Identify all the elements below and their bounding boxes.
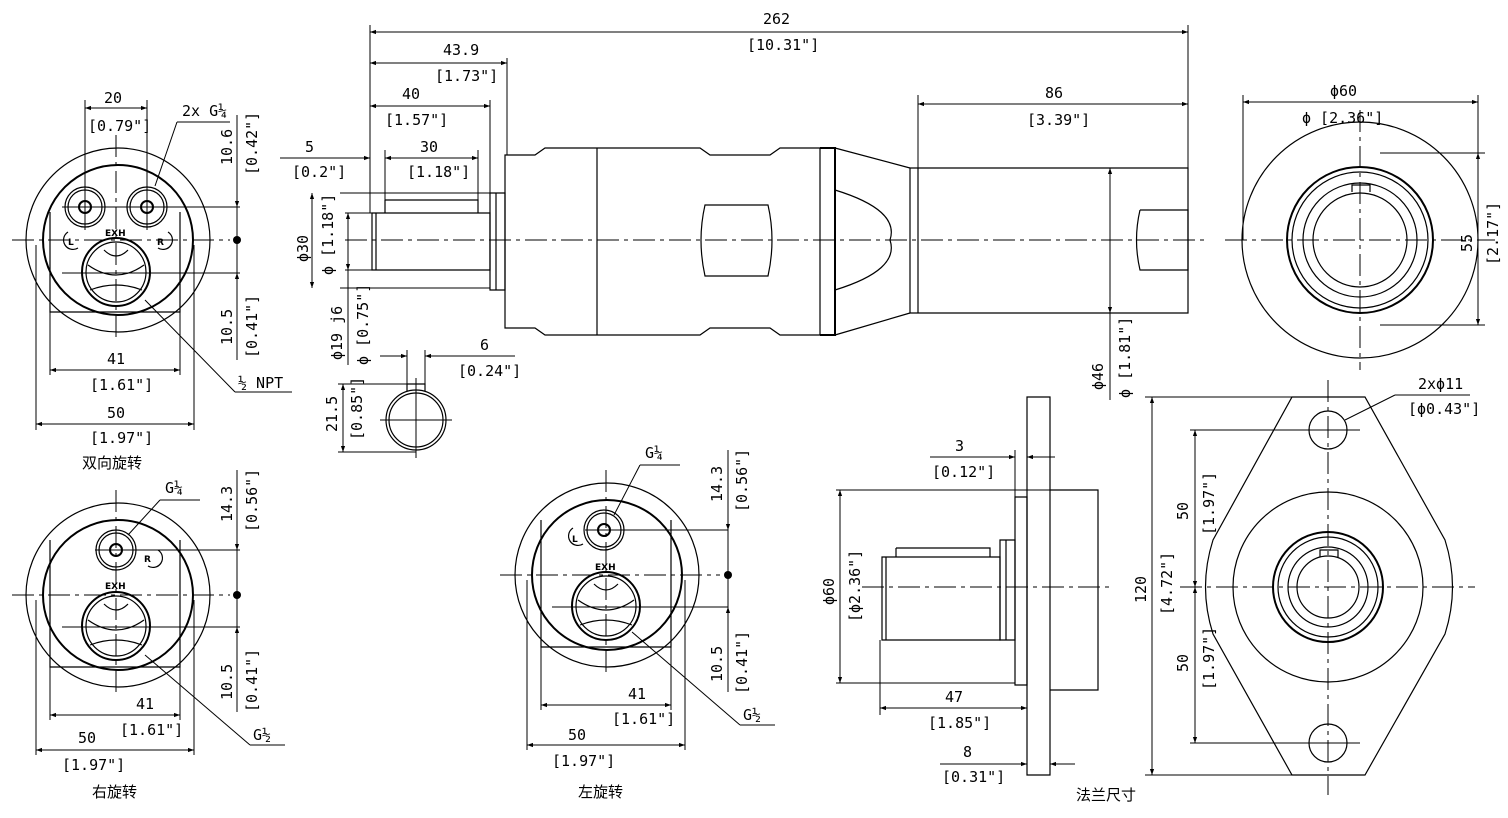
- dim-down-offset-in: [0.41"]: [733, 631, 751, 694]
- dim-port-spacing: 20: [104, 89, 122, 107]
- left-mark: L: [572, 535, 578, 545]
- dim-8-in: [0.31"]: [942, 768, 1005, 786]
- dim-holes: 2xϕ11: [1418, 375, 1463, 393]
- dim-dia-30: ϕ30: [294, 235, 312, 262]
- left-rotation-end-view: EXH L G¼ 14.3 [0.56"] 10.5 [0.41"] G½ 41…: [500, 444, 775, 801]
- exh-label: EXH: [105, 229, 126, 239]
- dim-width: 50: [107, 404, 125, 422]
- dim-dia-19-in: ϕ [0.75"]: [354, 284, 372, 365]
- dim-8: 8: [963, 743, 972, 761]
- dim-30: 30: [420, 138, 438, 156]
- dim-down-offset: 10.5: [218, 664, 236, 700]
- dim-key-6: 6: [480, 336, 489, 354]
- dim-height-120: 120: [1132, 576, 1150, 603]
- dim-key-6-in: [0.24"]: [458, 362, 521, 380]
- dim-flat-width: 41: [628, 685, 646, 703]
- dim-upper-50-in: [1.97"]: [1200, 472, 1218, 535]
- dim-dia-46: ϕ46: [1089, 363, 1107, 390]
- dim-40: 40: [402, 85, 420, 103]
- dim-flange-dia-60-in: [ϕ2.36"]: [846, 550, 864, 622]
- dim-43-9: 43.9: [443, 41, 479, 59]
- dim-total-length: 262: [763, 10, 790, 28]
- dim-up-offset-in: [0.56"]: [733, 449, 751, 512]
- exh-label: EXH: [105, 582, 126, 592]
- dim-lower-50-in: [1.97"]: [1200, 627, 1218, 690]
- dim-dia-19: ϕ19 j6: [328, 306, 346, 360]
- dim-dia-60: ϕ60: [1330, 82, 1357, 100]
- dim-3: 3: [955, 437, 964, 455]
- dim-up-offset-in: [0.42"]: [243, 112, 261, 175]
- dim-holes-in: [ϕ0.43"]: [1408, 400, 1480, 418]
- caption-flange: 法兰尺寸: [1076, 786, 1136, 804]
- dim-width-in: [1.97"]: [62, 756, 125, 774]
- dim-width: 50: [568, 726, 586, 744]
- rotate-left-icon: [567, 527, 584, 547]
- dim-up-offset: 10.6: [218, 129, 236, 165]
- flange-front-view: 2xϕ11 [ϕ0.43"] 120 [4.72"] 50 [1.97"] 50…: [1076, 375, 1480, 804]
- dim-dia-60-in: ϕ [2.36"]: [1302, 109, 1383, 127]
- dim-flat-width: 41: [107, 350, 125, 368]
- dim-upper-50: 50: [1174, 502, 1192, 520]
- dim-flange-dia-60: ϕ60: [820, 578, 838, 605]
- dim-down-offset-in: [0.41"]: [243, 295, 261, 358]
- dim-width: 50: [78, 729, 96, 747]
- dim-dia-30-in: ϕ [1.18"]: [319, 194, 337, 275]
- dim-3-in: [0.12"]: [932, 463, 995, 481]
- dim-width-in: [1.97"]: [552, 752, 615, 770]
- left-mark: L: [68, 238, 74, 248]
- dim-key-21-5-in: [0.85"]: [348, 377, 366, 440]
- dim-height-120-in: [4.72"]: [1158, 552, 1176, 615]
- port-note: G¼: [645, 444, 663, 462]
- end-view: ϕ60 ϕ [2.36"] 55 [2.17"]: [1225, 82, 1502, 370]
- dim-lower-50: 50: [1174, 654, 1192, 672]
- exhaust-note: ½ NPT: [238, 374, 283, 392]
- side-view: 262 [10.31"] 43.9 [1.73"] 40 [1.57"] 5 […: [280, 10, 1205, 458]
- dim-height-55: 55: [1458, 234, 1476, 252]
- dim-down-offset: 10.5: [218, 309, 236, 345]
- exhaust-note: G½: [743, 706, 761, 724]
- right-mark: R: [144, 555, 151, 565]
- dim-width-in: [1.97"]: [90, 429, 153, 447]
- dim-5-in: [0.2"]: [292, 163, 346, 181]
- dim-5: 5: [305, 138, 314, 156]
- dim-86-in: [3.39"]: [1027, 111, 1090, 129]
- caption-bidirectional: 双向旋转: [82, 454, 142, 472]
- dim-86: 86: [1045, 84, 1063, 102]
- caption-left-rotation: 左旋转: [578, 783, 623, 801]
- port-note: G¼: [165, 479, 183, 497]
- dim-30-in: [1.18"]: [407, 163, 470, 181]
- dim-up-offset-in: [0.56"]: [243, 469, 261, 532]
- rotate-right-icon: [157, 231, 174, 251]
- caption-right-rotation: 右旋转: [92, 783, 137, 801]
- dim-port-spacing-in: [0.79"]: [88, 117, 151, 135]
- dim-43-9-in: [1.73"]: [435, 67, 498, 85]
- dim-up-offset: 14.3: [218, 486, 236, 522]
- dim-up-offset: 14.3: [708, 466, 726, 502]
- rotate-left-icon: [62, 231, 79, 251]
- flange-side-view: 3 [0.12"] ϕ60 [ϕ2.36"] 47 [1.85"] 8 [0.3…: [820, 396, 1110, 786]
- dim-down-offset: 10.5: [708, 646, 726, 682]
- bidirectional-end-view: EXH L R 20 [0.79"] 2x G¼ 10.6 [0.42"] 10…: [12, 89, 292, 472]
- dim-47: 47: [945, 688, 963, 706]
- dim-47-in: [1.85"]: [928, 714, 991, 732]
- dim-flat-width-in: [1.61"]: [120, 721, 183, 739]
- dim-flat-width: 41: [136, 695, 154, 713]
- dim-total-length-in: [10.31"]: [747, 36, 819, 54]
- dim-key-21-5: 21.5: [323, 396, 341, 432]
- exh-label: EXH: [595, 563, 616, 573]
- dim-flat-width-in: [1.61"]: [90, 376, 153, 394]
- right-rotation-end-view: EXH R G¼ 14.3 [0.56"] 10.5 [0.41"] G½ 41…: [12, 469, 285, 801]
- dim-height-55-in: [2.17"]: [1484, 202, 1502, 265]
- dim-40-in: [1.57"]: [385, 111, 448, 129]
- exhaust-note: G½: [253, 726, 271, 744]
- ports-note: 2x G¼: [182, 102, 227, 120]
- dim-dia-46-in: ϕ [1.81"]: [1116, 317, 1134, 398]
- rotate-right-icon: [147, 549, 164, 569]
- right-mark: R: [157, 238, 164, 248]
- dim-down-offset-in: [0.41"]: [243, 649, 261, 712]
- dim-flat-width-in: [1.61"]: [612, 710, 675, 728]
